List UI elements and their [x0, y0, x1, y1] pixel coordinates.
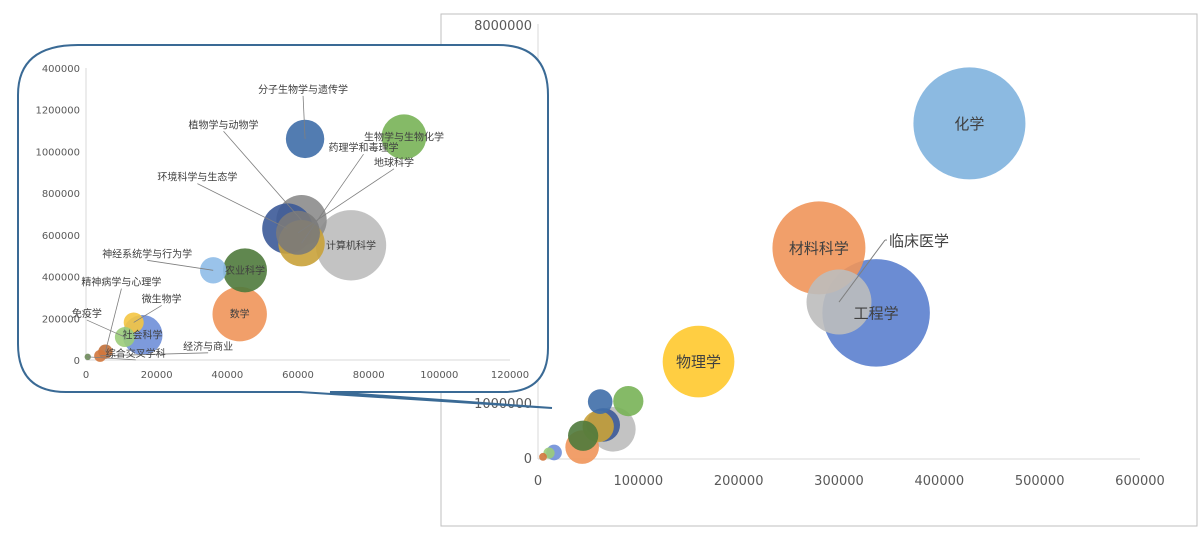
inset-bubble-label: 药理学和毒理学 [329, 141, 399, 154]
main-leader-line [838, 239, 886, 303]
inset-bubbles [84, 114, 427, 362]
main-bubble [662, 325, 735, 398]
main-x-tick: 0 [534, 474, 542, 489]
inset-bubble-label: 生物学与生物化学 [364, 130, 444, 143]
main-x-tick: 500000 [1015, 474, 1065, 489]
main-x-tick: 100000 [614, 474, 664, 489]
inset-x-tick: 20000 [141, 370, 173, 381]
main-bubble [587, 389, 613, 414]
main-ticks: 0100000200000300000400000500000600000010… [474, 19, 1165, 489]
main-bubble-label: 工程学 [854, 304, 899, 322]
main-x-tick: 300000 [814, 474, 864, 489]
inset-leader-line [105, 288, 122, 352]
main-bubble-label: 化学 [954, 115, 984, 133]
inset-y-tick: 600000 [42, 231, 80, 242]
inset-leader-line [301, 153, 364, 244]
inset-bubble-label: 精神病学与心理学 [81, 276, 161, 289]
inset-leader-line [87, 356, 136, 361]
inset-x-tick: 120000 [491, 370, 529, 381]
inset-bubble-label: 分子生物学与遗传学 [258, 83, 348, 96]
main-x-tick: 200000 [714, 474, 764, 489]
main-bubble [613, 385, 644, 417]
inset-bubble [381, 114, 427, 160]
inset-bubble-label: 地球科学 [374, 156, 414, 169]
main-bubble-label: 材料科学 [789, 239, 849, 257]
inset-y-tick: 800000 [42, 189, 80, 200]
inset-bubble-label: 微生物学 [142, 292, 182, 305]
inset-leader-line [302, 95, 306, 139]
main-bubbles [539, 67, 1026, 464]
inset-leader-line [133, 305, 162, 323]
inset-y-tick: 400000 [42, 273, 80, 284]
inset-x-tick: 60000 [282, 370, 314, 381]
inset-y-tick: 1200000 [35, 106, 80, 117]
inset-bubble [212, 286, 267, 342]
inset-bubble-label: 计算机科学 [326, 239, 376, 252]
main-x-tick: 600000 [1115, 474, 1165, 489]
inset-y-tick: 1000000 [35, 147, 80, 158]
inset-x-tick: 80000 [353, 370, 385, 381]
inset-bubble-label: 免疫学 [72, 307, 102, 320]
inset-leader-line [100, 352, 209, 357]
inset-x-tick: 100000 [420, 370, 458, 381]
inset-bubble-label: 植物学与动物学 [189, 118, 259, 131]
inset-leader-line [86, 319, 126, 338]
main-bubble [913, 67, 1026, 180]
main-y-tick: 0 [524, 452, 532, 467]
inset-x-tick: 0 [83, 370, 89, 381]
inset-bubble-label: 经济与商业 [183, 340, 233, 353]
inset-bubble-label: 农业科学 [225, 264, 265, 277]
inset-bubble [223, 248, 267, 293]
inset-y-tick: 200000 [42, 314, 80, 325]
main-x-tick: 400000 [915, 474, 965, 489]
inset-bubble [315, 210, 387, 281]
inset-x-tick: 40000 [211, 370, 243, 381]
inset-leader-line [297, 168, 395, 234]
inset-bubble-label: 数学 [230, 308, 250, 321]
main-bubble [539, 452, 547, 461]
inset-bubble-label: 综合交叉学科 [106, 347, 166, 360]
inset-bubble-label: 环境科学与生态学 [157, 171, 237, 184]
main-bubble-label: 临床医学 [889, 232, 949, 250]
inset-leader-line [147, 259, 214, 271]
inset-leader-line [223, 130, 302, 221]
main-bubble-label: 物理学 [676, 353, 721, 371]
inset-bubble-label: 社会科学 [123, 329, 163, 342]
inset-y-tick: 400000 [42, 64, 80, 75]
main-bubble [568, 420, 599, 451]
main-y-tick: 8000000 [474, 19, 532, 34]
inset-bubble-label: 神经系统学与行为学 [102, 247, 192, 260]
inset-y-tick: 0 [74, 356, 80, 367]
inset-leader-line [197, 183, 288, 229]
